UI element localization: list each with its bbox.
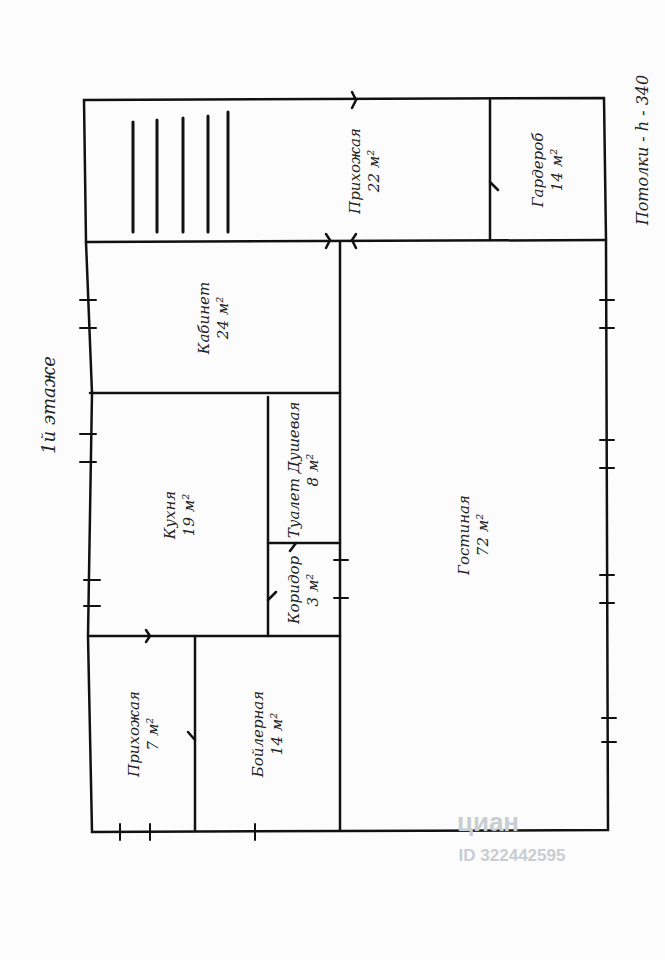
room-name: Туалет Душевая: [285, 402, 304, 539]
room-name: Гардероб: [529, 133, 548, 208]
room-area: 8 м²: [304, 402, 323, 539]
room-label: Гардероб14 м²: [529, 133, 567, 208]
room-label: Коридор3 м²: [285, 555, 323, 623]
room-name: Кабинет: [195, 281, 214, 353]
room-label: Прихожая7 м²: [125, 691, 163, 777]
room-name: Прихожая: [125, 691, 144, 777]
room-label: Кабинет24 м²: [195, 281, 233, 353]
room-name: Кухня: [161, 490, 180, 539]
watermark: циан: [457, 807, 519, 838]
room: Прихожая22 м²: [240, 102, 490, 240]
room-label: Гостиная72 м²: [455, 495, 493, 575]
room-area: 14 м²: [548, 133, 567, 208]
room-area: 7 м²: [144, 691, 163, 777]
room-name: Бойлерная: [249, 691, 268, 778]
room: Коридор3 м²: [268, 543, 340, 636]
room: Кухня19 м²: [92, 393, 268, 636]
room-area: 72 м²: [474, 495, 493, 575]
floor-title: 1й этаже: [38, 356, 59, 454]
watermark-id: ID 322442595: [459, 846, 566, 866]
room-area: 3 м²: [304, 555, 323, 623]
room-name: Коридор: [285, 555, 304, 623]
room: Гардероб14 м²: [490, 100, 606, 240]
room-area: 19 м²: [180, 490, 199, 539]
room: Кабинет24 м²: [88, 242, 340, 393]
room: Бойлерная14 м²: [195, 636, 340, 832]
room: Прихожая7 м²: [92, 636, 195, 832]
room-label: Бойлерная14 м²: [249, 691, 287, 778]
room-area: 24 м²: [214, 281, 233, 353]
room-label: Прихожая22 м²: [346, 128, 384, 214]
room-label: Туалет Душевая8 м²: [285, 402, 323, 539]
room: Гостиная72 м²: [340, 240, 608, 830]
room: Туалет Душевая8 м²: [268, 397, 340, 543]
room-name: Гостиная: [455, 495, 474, 575]
room-area: 22 м²: [365, 128, 384, 214]
room-name: Прихожая: [346, 128, 365, 214]
ceiling-height-note: Потолки - h - 340: [633, 75, 652, 225]
room-area: 14 м²: [268, 691, 287, 778]
room-label: Кухня19 м²: [161, 490, 199, 539]
